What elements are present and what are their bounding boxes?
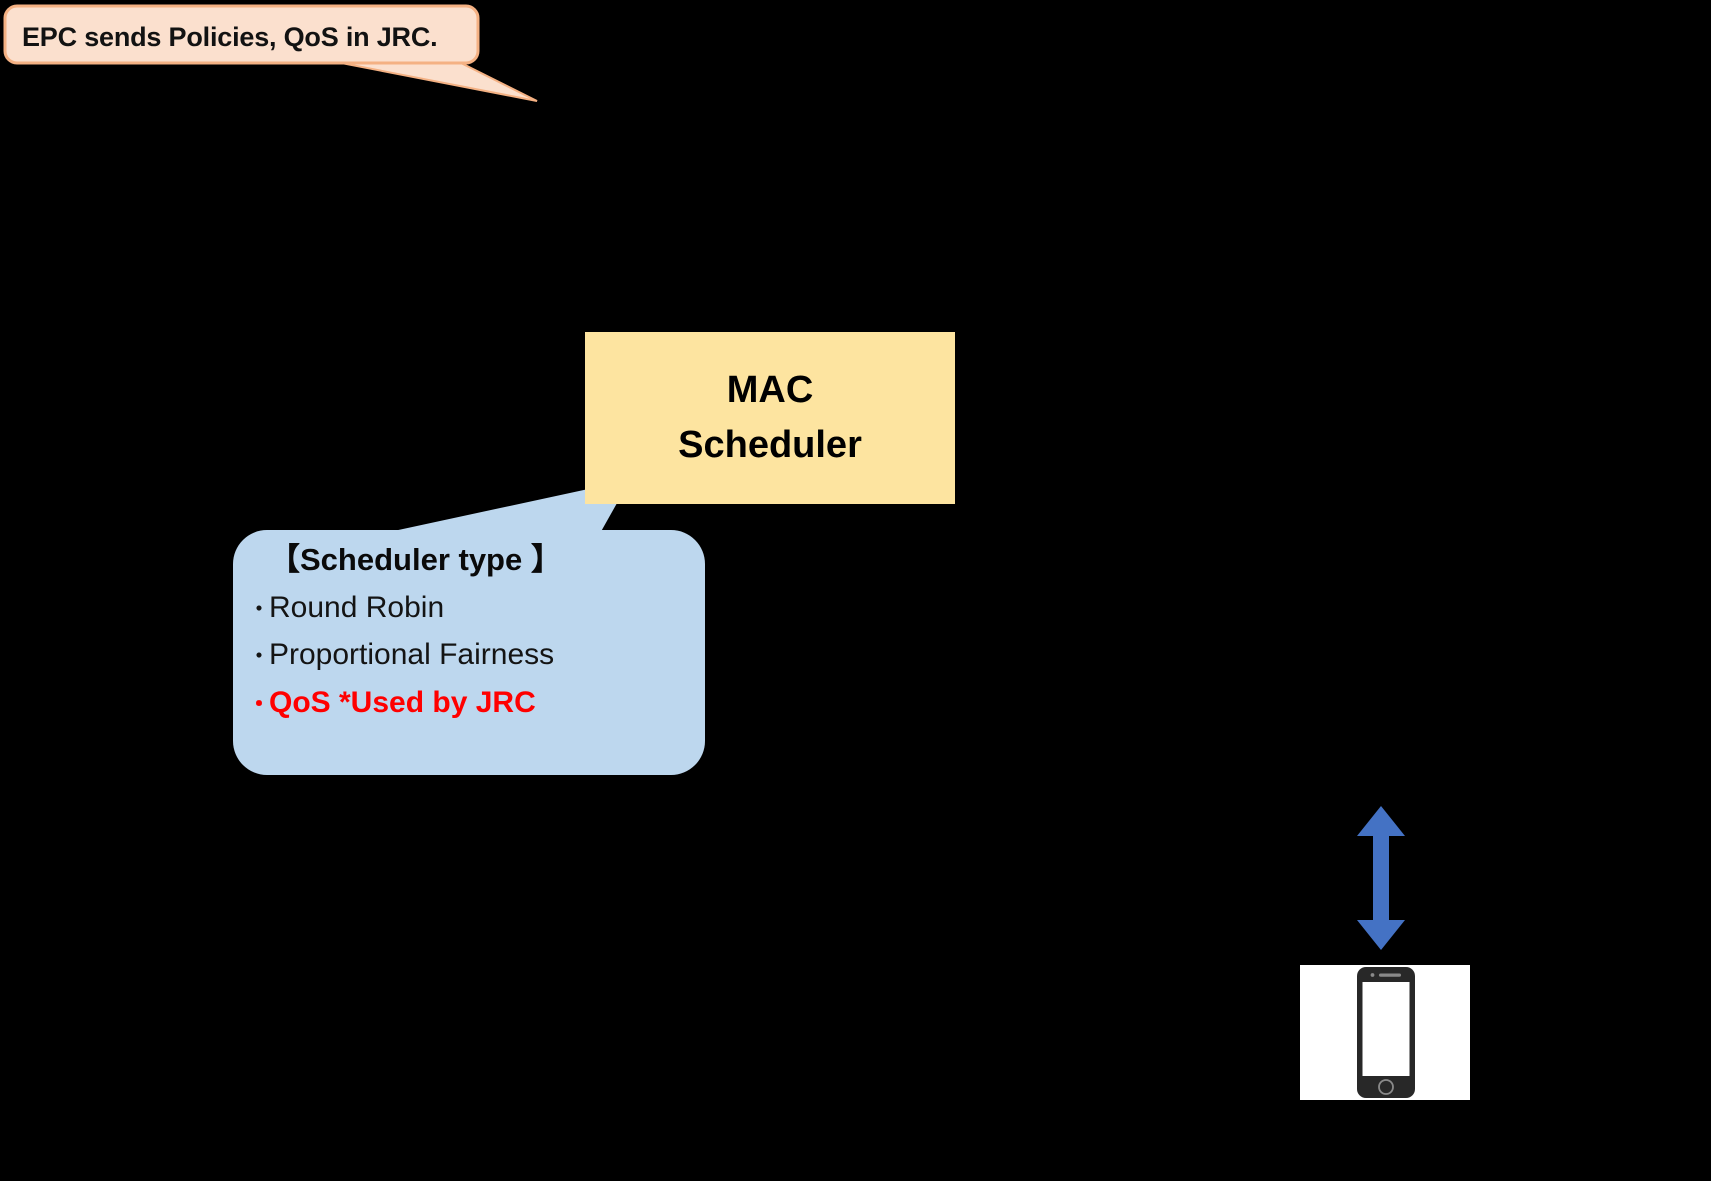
mac-scheduler-title-line2: Scheduler [678,424,862,466]
scheduler-type-heading: 【Scheduler type 】 [269,542,562,577]
scheduler-type-item-round-robin: ・Round Robin [247,587,697,628]
scheduler-callout-content: 【Scheduler type 】 ・Round Robin ・Proporti… [247,540,697,723]
bullet-icon: ・ [247,643,271,671]
bullet-icon: ・ [247,690,271,718]
scheduler-type-item-qos: ・QoS *Used by JRC [247,682,697,723]
phone-home-button [1378,1079,1394,1095]
user-equipment-backdrop [1300,965,1470,1100]
epc-callout: EPC sends Policies, QoS in JRC. [0,0,560,115]
double-headed-vertical-arrow-icon [1357,806,1405,950]
epc-callout-shape [3,4,538,102]
scheduler-type-item-label: Proportional Fairness [269,638,555,672]
scheduler-callout-shape [233,480,705,775]
epc-callout-body [3,4,480,65]
scheduler-callout-body [233,530,705,775]
epc-callout-text: EPC sends Policies, QoS in JRC. [22,22,438,52]
scheduler-type-item-label: QoS *Used by JRC [269,685,536,719]
phone-speaker [1379,973,1401,977]
bullet-icon: ・ [247,595,271,623]
arrow-shape [1357,806,1405,950]
mac-scheduler-box: MAC Scheduler [585,332,955,504]
scheduler-type-item-proportional-fairness: ・Proportional Fairness [247,634,697,675]
smartphone-icon [1357,967,1415,1098]
scheduler-type-callout: 【Scheduler type 】 ・Round Robin ・Proporti… [225,465,725,795]
phone-camera-dot [1370,973,1375,977]
scheduler-type-item-label: Round Robin [269,590,445,624]
phone-screen [1362,982,1410,1076]
mac-scheduler-title-line1: MAC [726,368,814,411]
